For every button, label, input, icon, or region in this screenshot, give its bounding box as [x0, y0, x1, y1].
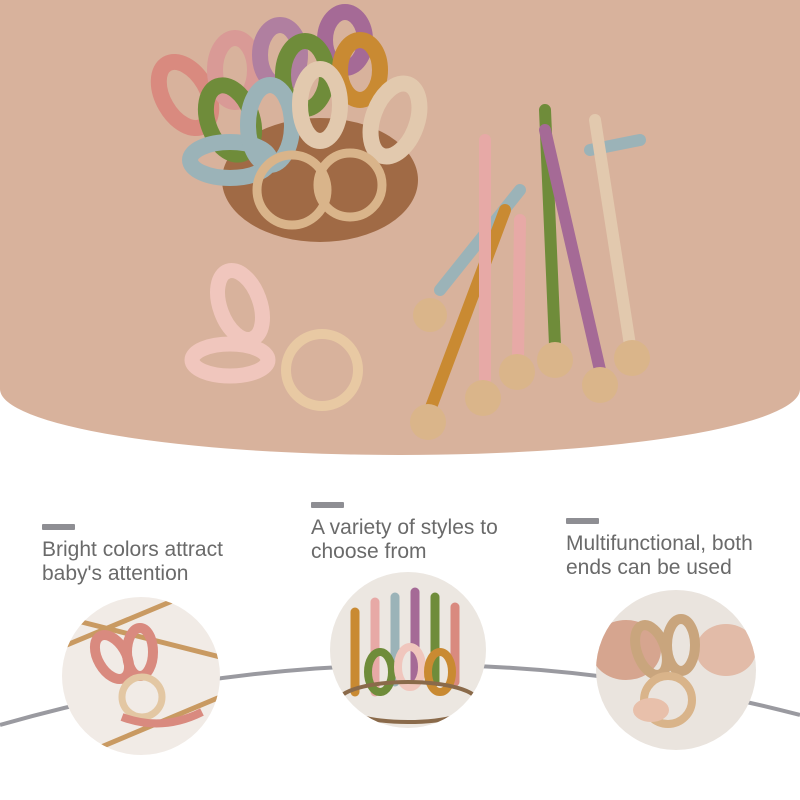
- baby-holding-teether-photo: [596, 590, 756, 750]
- product-hero-photo: [0, 0, 800, 455]
- feature-variety: A variety of styles to choose from: [311, 502, 498, 564]
- accent-bar: [42, 524, 75, 530]
- feature-text: Multifunctional, both ends can be used: [566, 532, 753, 579]
- feature-text: A variety of styles to choose from: [311, 516, 498, 563]
- teethers-illustration: [150, 4, 650, 440]
- accent-bar: [566, 518, 599, 524]
- basket-of-teethers-photo: [330, 572, 486, 728]
- feature-bright-colors: Bright colors attract baby's attention: [42, 524, 223, 586]
- feature-text: Bright colors attract baby's attention: [42, 538, 223, 585]
- accent-bar: [311, 502, 344, 508]
- pink-bunny-teether-photo: [62, 597, 220, 755]
- feature-multifunctional: Multifunctional, both ends can be used: [566, 518, 753, 580]
